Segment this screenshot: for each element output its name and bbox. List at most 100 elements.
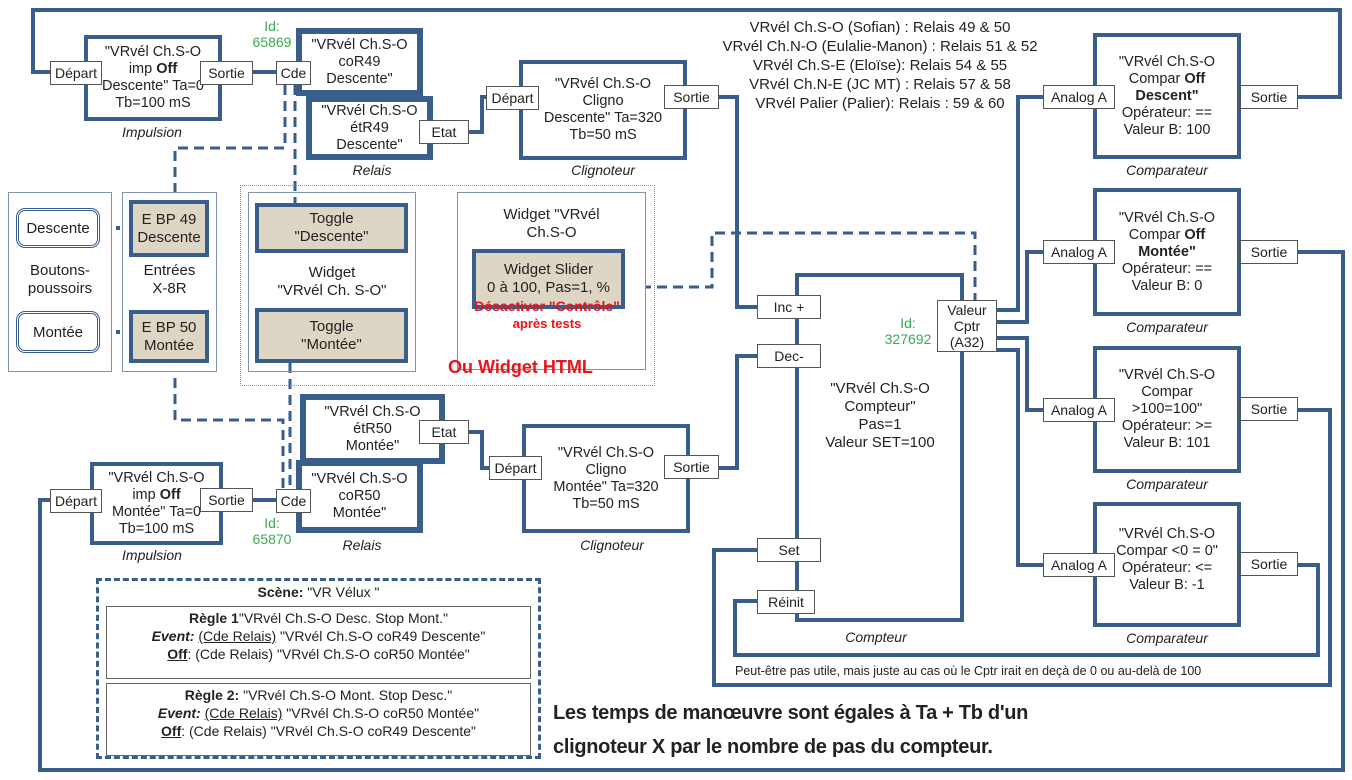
list-item: VRvél Ch.N-E (JC MT) : Relais 57 & 58 xyxy=(749,76,1011,93)
text: Valeur xyxy=(947,302,987,318)
text: "VRvél Ch.S-O xyxy=(1118,367,1216,383)
wire-cligno-dec xyxy=(719,354,757,470)
text: Descente" xyxy=(326,70,393,87)
blinker-top-sortie-port[interactable]: Sortie xyxy=(664,85,719,109)
comparator-1-sortie-port[interactable]: Sortie xyxy=(1240,85,1298,109)
blinker-bottom-sortie-port[interactable]: Sortie xyxy=(664,455,719,479)
text: clignoteur X par le nombre de pas du com… xyxy=(553,736,993,758)
relay-bottom-etat-port[interactable]: Etat xyxy=(419,420,469,444)
text: étR50 xyxy=(353,420,392,437)
text: Id: xyxy=(264,18,280,34)
relay-list: VRvél Ch.S-O (Sofian) : Relais 49 & 50 V… xyxy=(690,18,1070,113)
text: "VRvél Ch.S-O coR50 Montée" xyxy=(282,705,480,721)
text: imp xyxy=(128,61,157,77)
impulse-top-depart-port[interactable]: Départ xyxy=(50,61,102,85)
comparator-2-sortie-port[interactable]: Sortie xyxy=(1240,240,1298,264)
text: Compteur" xyxy=(844,398,916,415)
text: X-8R xyxy=(152,280,187,297)
wire-cptr-comp1 xyxy=(997,95,1044,312)
text: Toggle xyxy=(309,317,354,335)
text: Descente" Ta=0 xyxy=(101,78,205,94)
text: Valeur SET=100 xyxy=(825,434,935,451)
text: 65870 xyxy=(252,531,292,547)
blinker-top-type: Clignoteur xyxy=(571,162,635,178)
text: E BP 49 xyxy=(141,210,197,228)
text: Widget xyxy=(308,264,356,281)
text: Règle 2: xyxy=(184,687,240,703)
text: : (Cde Relais) xyxy=(181,723,267,739)
relay-top-id: Id:65869 xyxy=(248,18,296,50)
text: Désactiver "Contrôle" xyxy=(474,298,620,314)
text: "VRvél Ch.S-O xyxy=(1118,526,1216,542)
impulse-bottom-depart-port[interactable]: Départ xyxy=(50,489,102,513)
wire-set xyxy=(712,408,1332,687)
relay-bottom-cde-port[interactable]: Cde xyxy=(276,489,311,513)
comparator-4-sortie-port[interactable]: Sortie xyxy=(1240,552,1298,576)
wire-cptr-comp2 xyxy=(997,250,1044,324)
relay-top-etat-port[interactable]: Etat xyxy=(419,120,469,144)
text: 327692 xyxy=(884,331,932,347)
text: Boutons- xyxy=(29,262,91,279)
text: "VRvél Ch.S-O coR50 Montée" xyxy=(273,646,470,662)
comparator-4-analog-port[interactable]: Analog A xyxy=(1043,553,1115,577)
text: (Cde Relais) xyxy=(204,705,283,721)
text: étR49 xyxy=(350,119,389,136)
toggle-montee[interactable]: Toggle"Montée" xyxy=(255,308,408,363)
toggle-descente[interactable]: Toggle"Descente" xyxy=(255,203,408,253)
text: Entrées xyxy=(143,262,196,279)
impulse-bottom-type: Impulsion xyxy=(122,547,182,563)
comparator-4-block: "VRvél Ch.S-O Compar <0 = 0" Opérateur: … xyxy=(1093,502,1241,627)
text: Event: (Cde Relais) "VRvél Ch.S-O coR49 … xyxy=(107,627,530,645)
button-descente[interactable]: Descente xyxy=(16,208,100,248)
text: "VRvél Ch.S-O xyxy=(311,471,408,487)
text: coR49 xyxy=(338,53,381,70)
comparator-3-block: "VRvél Ch.S-O Compar >100=100" Opérateur… xyxy=(1093,346,1241,473)
text: "VRvél Ch.S-O xyxy=(1118,53,1216,70)
text: Montée" Ta=0 xyxy=(111,503,202,520)
text: Id: xyxy=(900,315,916,331)
relay-top-cde-port[interactable]: Cde xyxy=(276,61,311,85)
buttons-caption: Boutons-poussoirs xyxy=(8,262,112,298)
text: Event: (Cde Relais) "VRvél Ch.S-O coR50 … xyxy=(107,704,530,722)
blinker-bottom-type: Clignoteur xyxy=(580,537,644,553)
list-item: VRvél Ch.N-O (Eulalie-Manon) : Relais 51… xyxy=(722,38,1038,55)
text: "VRvél Ch.S-O Mont. Stop Desc." xyxy=(239,687,453,703)
dash-slider-cptr xyxy=(625,231,977,300)
list-item: VRvél Ch.S-E (Eloïse): Relais 54 & 55 xyxy=(752,57,1008,74)
comparator-2-analog-port[interactable]: Analog A xyxy=(1043,240,1115,264)
counter-set-port[interactable]: Set xyxy=(757,538,821,562)
text: Tb=100 mS xyxy=(118,520,195,537)
counter-reset-port[interactable]: Réinit xyxy=(757,590,815,614)
text: imp Off xyxy=(129,61,177,78)
scene-rule-2: Règle 2: "VRvél Ch.S-O Mont. Stop Desc."… xyxy=(106,683,531,756)
text: (A32) xyxy=(949,334,985,350)
impulse-bottom-sortie-port[interactable]: Sortie xyxy=(200,488,253,512)
blinker-bottom-depart-port[interactable]: Départ xyxy=(489,456,542,480)
text: Off xyxy=(1184,226,1206,243)
wire-cptr-comp3 xyxy=(997,336,1044,412)
blinker-top-depart-port[interactable]: Départ xyxy=(486,86,539,110)
impulse-top-sortie-port[interactable]: Sortie xyxy=(200,61,253,85)
text: Compar <0 = 0" xyxy=(1116,543,1218,559)
text: Tb=50 mS xyxy=(572,495,640,512)
text: Compar xyxy=(1128,226,1185,243)
wire-loop-top xyxy=(31,8,1342,99)
button-montee[interactable]: Montée xyxy=(16,311,100,353)
comparator-3-analog-port[interactable]: Analog A xyxy=(1043,398,1115,422)
text: Valeur B: 101 xyxy=(1123,435,1211,451)
counter-inc-port[interactable]: Inc + xyxy=(757,295,821,319)
text: 65869 xyxy=(252,34,292,50)
counter-dec-port[interactable]: Dec- xyxy=(757,344,821,368)
scene-rule-1: Règle 1"VRvél Ch.S-O Desc. Stop Mont." E… xyxy=(106,606,531,679)
text: imp Off xyxy=(132,487,180,504)
comparator-1-analog-port[interactable]: Analog A xyxy=(1043,85,1115,109)
comparator-3-sortie-port[interactable]: Sortie xyxy=(1240,397,1298,421)
text: 0 à 100, Pas=1, % xyxy=(486,279,610,296)
text: "VRvél Ch.S-O Desc. Stop Mont." xyxy=(238,610,448,626)
